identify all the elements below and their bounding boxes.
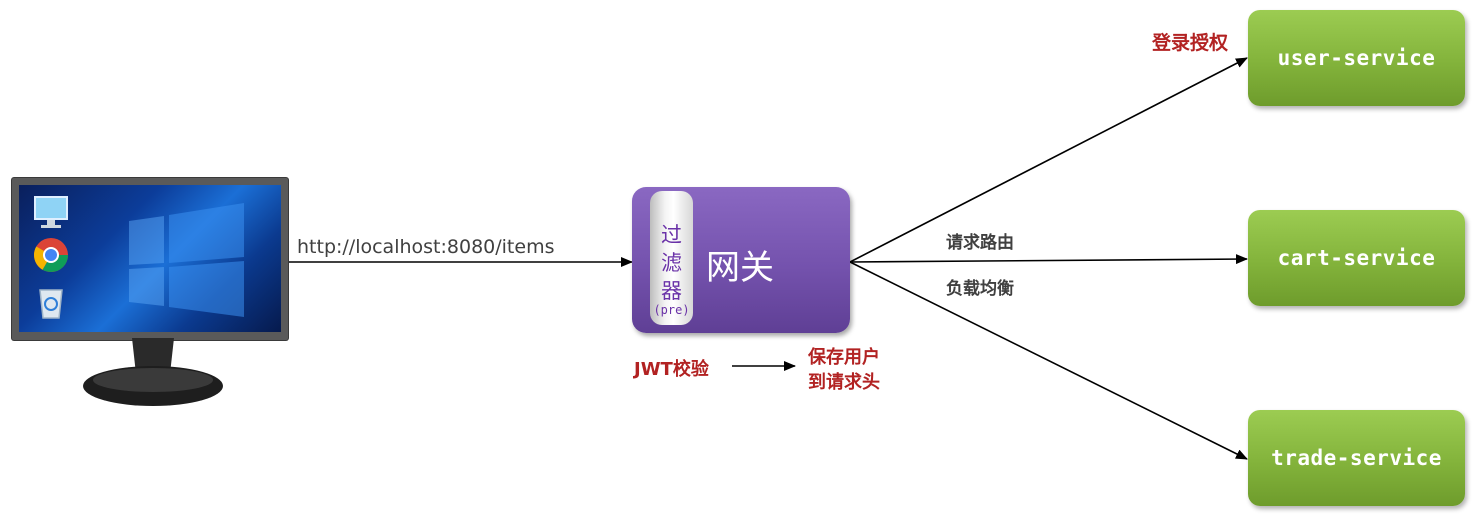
- gateway-to-cart-arrow: [849, 254, 1248, 265]
- gateway-to-user-arrow: [849, 57, 1248, 263]
- computer-icon[interactable]: [31, 193, 71, 233]
- filter-pre-label: (pre): [653, 303, 690, 317]
- auth-label: 登录授权: [1152, 32, 1229, 54]
- trade-service-box: trade-service: [1248, 410, 1465, 506]
- pre-filter: [650, 191, 693, 325]
- filter-char-3: 器: [661, 279, 682, 303]
- windows-logo-glow: [129, 203, 244, 317]
- filter-char-1: 过: [661, 223, 682, 247]
- jwt-check-label: JWT校验: [634, 359, 709, 380]
- monitor-stand: [83, 338, 223, 406]
- gateway-label: 网关: [706, 248, 774, 288]
- route-label: 请求路由: [946, 233, 1014, 253]
- balance-label: 负载均衡: [946, 279, 1014, 299]
- save-user-label-1: 保存用户: [808, 347, 880, 368]
- monitor-screen: [19, 185, 281, 332]
- user-service-box: user-service: [1248, 10, 1465, 106]
- gateway-to-trade-arrow: [849, 261, 1248, 460]
- request-url: http://localhost:8080/items: [297, 236, 555, 258]
- save-user-label-2: 到请求头: [808, 372, 880, 393]
- recycle-bin-icon[interactable]: [31, 282, 71, 322]
- cart-service-box: cart-service: [1248, 210, 1465, 306]
- chrome-icon[interactable]: [31, 235, 71, 275]
- filter-char-2: 滤: [661, 251, 682, 275]
